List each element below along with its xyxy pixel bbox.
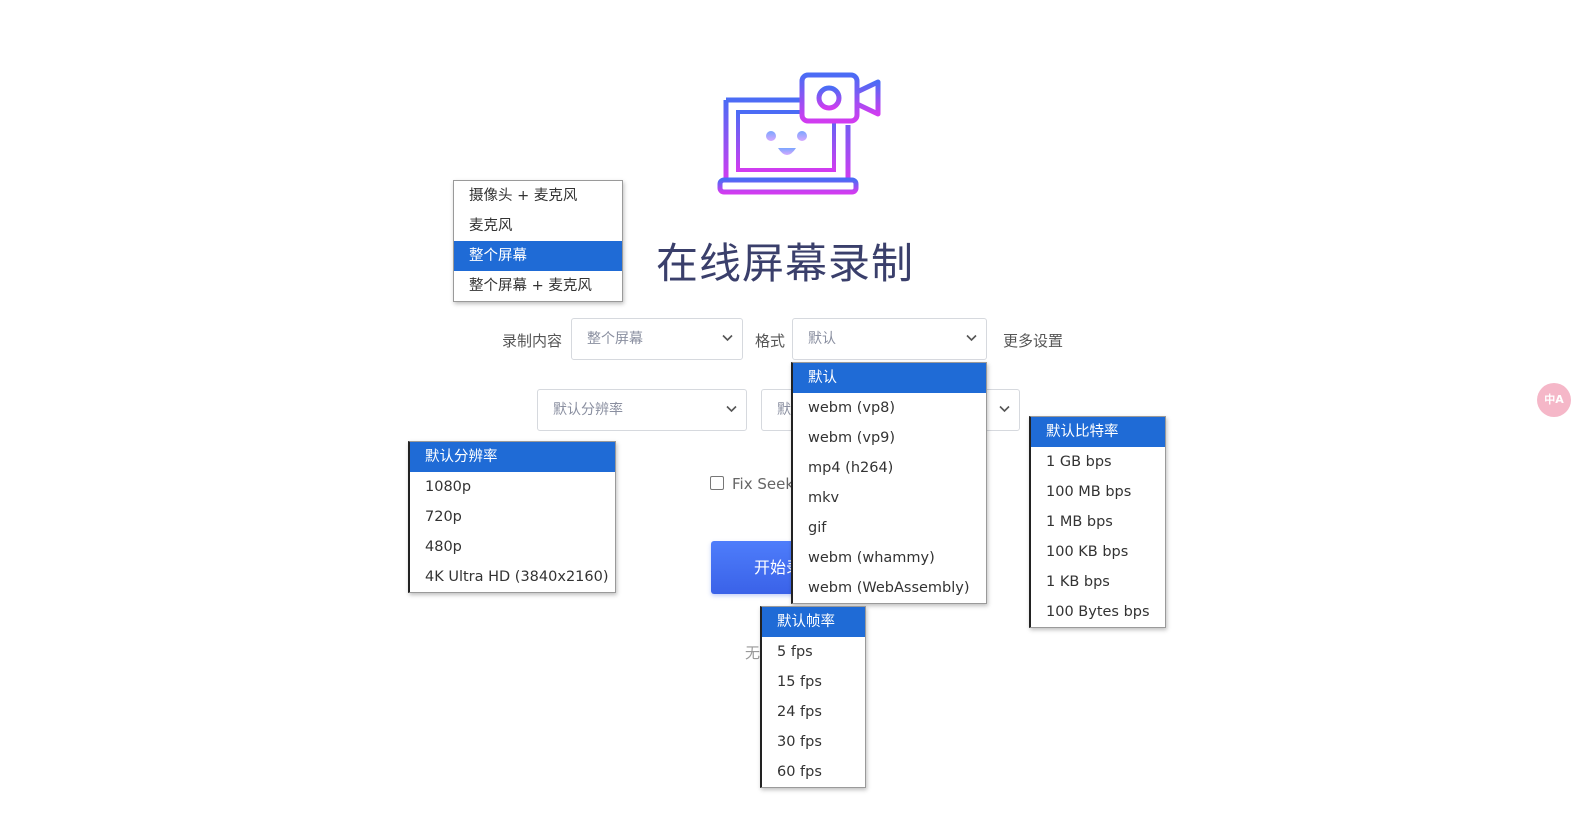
resolution-select-value: 默认分辨率 xyxy=(553,402,623,418)
bitrate-option[interactable]: 100 Bytes bps xyxy=(1046,604,1150,620)
content-option[interactable]: 摄像头 + 麦克风 xyxy=(469,188,578,204)
chevron-down-icon xyxy=(722,319,734,359)
format-label: 格式 xyxy=(755,332,786,350)
bitrate-option[interactable]: 1 MB bps xyxy=(1046,514,1113,530)
format-option[interactable]: gif xyxy=(808,520,827,536)
content-label: 录制内容 xyxy=(502,332,563,350)
framerate-option[interactable]: 60 fps xyxy=(777,764,822,780)
format-option[interactable]: mkv xyxy=(808,490,840,506)
content-select-value: 整个屏幕 xyxy=(587,331,643,347)
bitrate-option[interactable]: 1 KB bps xyxy=(1046,574,1110,590)
app-logo-icon xyxy=(716,70,884,200)
bitrate-option[interactable]: 100 KB bps xyxy=(1046,544,1129,560)
format-option[interactable]: webm (vp8) xyxy=(808,400,896,416)
fix-seeking-row[interactable]: Fix Seeki xyxy=(710,475,798,493)
format-dropdown[interactable]: 默认 webm (vp8) webm (vp9) mp4 (h264) mkv gif we… xyxy=(791,362,987,604)
resolution-option[interactable]: 480p xyxy=(425,539,462,555)
framerate-option[interactable]: 默认帧率 xyxy=(762,607,865,637)
framerate-option[interactable]: 30 fps xyxy=(777,734,822,750)
framerate-option[interactable]: 24 fps xyxy=(777,704,822,720)
format-option[interactable]: webm (WebAssembly) xyxy=(808,580,970,596)
resolution-option[interactable]: 默认分辨率 xyxy=(410,442,615,472)
framerate-option[interactable]: 15 fps xyxy=(777,674,822,690)
content-dropdown[interactable]: 摄像头 + 麦克风麦克风整个屏幕整个屏幕 + 麦克风 xyxy=(453,180,623,302)
format-option[interactable]: webm (whammy) xyxy=(808,550,935,566)
bitrate-option[interactable]: 1 GB bps xyxy=(1046,454,1112,470)
format-option[interactable]: webm (vp9) xyxy=(808,430,896,446)
more-settings-link[interactable]: 更多设置 xyxy=(1003,332,1064,350)
chevron-down-icon xyxy=(999,390,1011,430)
framerate-option[interactable]: 5 fps xyxy=(777,644,813,660)
content-option[interactable]: 麦克风 xyxy=(469,218,513,234)
chevron-down-icon xyxy=(726,390,738,430)
translate-icon[interactable]: 中A xyxy=(1537,383,1571,417)
bitrate-dropdown[interactable]: 默认比特率 1 GB bps 100 MB bps 1 MB bps 100 KB bp… xyxy=(1029,416,1166,628)
page-title: 在线屏幕录制 xyxy=(655,239,914,288)
resolution-select[interactable]: 默认分辨率 xyxy=(537,389,747,431)
format-option[interactable]: 默认 xyxy=(793,363,986,393)
resolution-option[interactable]: 1080p xyxy=(425,479,472,495)
resolution-option[interactable]: 720p xyxy=(425,509,462,525)
format-select-value: 默认 xyxy=(808,331,836,347)
fix-seeking-checkbox[interactable] xyxy=(710,476,724,490)
content-select[interactable]: 整个屏幕 xyxy=(571,318,743,360)
resolution-dropdown[interactable]: 默认分辨率 1080p 720p 480p 4K Ultra HD (3840x2160… xyxy=(408,441,616,593)
content-option[interactable]: 整个屏幕 xyxy=(454,241,622,271)
bitrate-option[interactable]: 100 MB bps xyxy=(1046,484,1132,500)
bitrate-option[interactable]: 默认比特率 xyxy=(1031,417,1165,447)
resolution-option[interactable]: 4K Ultra HD (3840x2160) xyxy=(425,569,609,585)
status-text: 无 xyxy=(745,644,761,662)
fix-seeking-label: Fix Seeki xyxy=(732,475,799,493)
framerate-select-value: 默 xyxy=(777,402,791,418)
format-option[interactable]: mp4 (h264) xyxy=(808,460,894,476)
framerate-dropdown[interactable]: 默认帧率 5 fps 15 fps 24 fps 30 fps 60 fps xyxy=(760,606,866,788)
chevron-down-icon xyxy=(966,319,978,359)
format-select[interactable]: 默认 xyxy=(792,318,987,360)
content-option[interactable]: 整个屏幕 + 麦克风 xyxy=(469,278,592,294)
